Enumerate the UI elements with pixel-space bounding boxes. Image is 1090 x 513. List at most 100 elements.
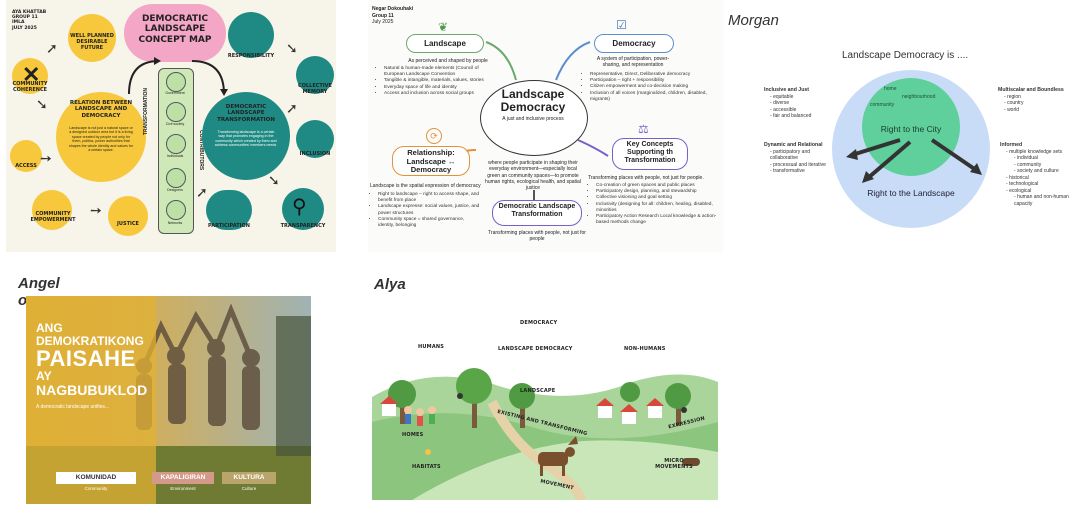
block-item: - diverse [770, 100, 790, 107]
key-concepts-list: Co-creation of green spaces and public p… [588, 183, 722, 227]
transformation-title: DEMOCRATIC LANDSCAPE TRANSFORMATION [217, 104, 275, 123]
negar-diagram-card[interactable]: Negar Dokouhaki Group 11 July 2025 ❦ Lan… [368, 0, 723, 252]
author-block: Negar Dokouhaki Group 11 July 2025 [372, 6, 413, 26]
tab-kultura[interactable]: KULTURA [222, 472, 276, 484]
inclusion-label: INCLUSION [299, 151, 331, 157]
block-title: Dynamic and Relational [764, 142, 823, 148]
aya-concept-map-card[interactable]: AYA KHATTAB GROUP 11 IMLA JULY 2025 DEMO… [6, 0, 336, 252]
center-description: where people participate in shaping thei… [485, 160, 581, 191]
arrow-icon: ➙ [40, 150, 52, 166]
community-coherence-circle [12, 58, 48, 94]
ballot-icon: ☑ [616, 18, 627, 32]
block-item: - fair and balanced [770, 113, 812, 120]
angelo-poster-card[interactable]: ANG DEMOKRATIKONG PAISAHE AY NAGBUBUKLOD… [26, 296, 311, 504]
relationship-list: Right to landscape – right to access sha… [370, 192, 480, 229]
tab-kapaligiran[interactable]: KAPALIGIRAN [152, 472, 214, 484]
block-item: - human and non-human capacity [1014, 194, 1069, 207]
arrow-icon: ➚ [196, 184, 208, 200]
arrow-icon: ➚ [286, 100, 298, 116]
block-item: - participatory and collaborative [770, 148, 811, 162]
inner-center-text: Right to the City [880, 124, 942, 134]
informed-block: Informed - multiple knowledge sets - ind… [1000, 142, 1088, 207]
arrow-icon: ➘ [36, 96, 48, 112]
word-label: DEMOCRACY [520, 320, 558, 326]
access-circle [10, 140, 42, 172]
poster-subtitle: A democratic landscape unifies... [36, 404, 110, 410]
relationship-subtitle: Landscape is the spatial expression of d… [370, 183, 481, 189]
inclusion-circle [296, 120, 334, 158]
community-coherence-label: COMMUNITY COHERENCE [12, 81, 48, 93]
list-item: Participation – right + responsibility [590, 78, 718, 84]
democracy-subtitle: A system of participation, power-sharing… [596, 56, 670, 68]
block-item: - ecological [1006, 187, 1032, 194]
transparency-circle [282, 188, 324, 230]
loop-arrow [191, 60, 228, 96]
tab-sub: Community [84, 486, 108, 491]
multiscalar-block: Multiscalar and Boundless - region - cou… [998, 87, 1086, 113]
word-label: LANDSCAPE [520, 388, 556, 394]
card-label-morgan: Morgan [728, 12, 779, 29]
transformation-subtitle: Transforming places with people, not jus… [488, 230, 586, 242]
contributor-item: Designers [167, 188, 183, 192]
block-item: - individual [1014, 155, 1038, 162]
contributor-item: Networks [167, 221, 183, 225]
government-icon [166, 72, 186, 92]
democracy-list: Representative, Direct, Deliberative dem… [582, 72, 718, 103]
designers-icon [166, 168, 186, 188]
transformation-body: Transforming landscape is a certain way … [214, 130, 278, 148]
block-title: Inclusive and Just [764, 87, 809, 93]
tab-sub: Environment [170, 486, 196, 491]
participation-label: PARTICIPATION [208, 223, 250, 229]
author-name: Negar Dokouhaki [372, 6, 414, 12]
word-label: HOMES [402, 432, 424, 438]
participation-circle [206, 190, 252, 230]
landscape-node: Landscape [406, 34, 484, 53]
key-concepts-subtitle: Transforming places with people, not jus… [588, 175, 704, 181]
justice-label: JUSTICE [117, 221, 139, 227]
relation-body: Landscape is not just a natural space or… [69, 126, 133, 153]
list-item: Co-creation of green spaces and public p… [596, 183, 722, 189]
tab-komunidad[interactable]: KOMUNIDAD [56, 472, 136, 484]
block-item: - accessible [770, 106, 797, 113]
block-item: - society and culture [1014, 168, 1059, 175]
connector-arrows [451, 41, 609, 200]
networks-icon [166, 200, 186, 220]
block-item: - community [1014, 161, 1042, 168]
collective-memory-label: COLLECTIVE MEMORY [298, 83, 332, 95]
transparency-label: TRANSPARENCY [280, 223, 326, 229]
map-title: DEMOCRATIC LANDSCAPE CONCEPT MAP [138, 14, 212, 45]
loop-arrow [128, 57, 161, 95]
alya-illustration-card[interactable]: DEMOCRACY HUMANS LANDSCAPE DEMOCRACY NON… [372, 302, 718, 500]
block-item: - multiple knowledge sets [1006, 148, 1063, 155]
landscape-list: Natural & human-made elements (Council o… [376, 66, 496, 97]
relationship-node: Relationship: Landscape ↔ Democracy [392, 146, 470, 176]
block-item: - historical [1006, 174, 1029, 181]
leaf-icon: ❦ [438, 20, 449, 34]
title-line: ANG [36, 321, 63, 335]
list-item: Inclusion of all voices (marginalized, c… [590, 91, 718, 103]
democracy-node: Democracy [594, 34, 674, 53]
relation-title: RELATION BETWEEN LANDSCAPE AND DEMOCRACY [69, 100, 133, 119]
center-subtitle: A just and inclusive process [502, 116, 564, 122]
block-item: - country [1004, 100, 1024, 107]
morgan-title: Landscape Democracy is .... [842, 50, 969, 61]
word-label: LANDSCAPE DEMOCRACY [498, 346, 573, 352]
arrow-icon: ➘ [286, 40, 298, 56]
community-empowerment-label: COMMUNITY EMPOWERMENT [30, 211, 76, 223]
scales-icon: ⚖ [638, 122, 649, 136]
list-item: Tangible & intangible, materials, values… [384, 78, 496, 84]
responsibility-circle [228, 12, 274, 58]
transformation-circle [202, 92, 290, 180]
card-label-alya: Alya [374, 276, 406, 293]
title-line: NAGBUBUKLOD [36, 381, 148, 398]
inner-word: home [884, 86, 897, 92]
outer-center-text: Right to the Landscape [867, 188, 955, 198]
title-line: DEMOKRATIKONG [36, 333, 144, 348]
title-line: PAISAHE [36, 346, 136, 372]
inner-word: community [870, 102, 895, 108]
key-concepts-node: Key Concepts Supporting th Transformatio… [612, 138, 688, 170]
contributors-vertical-label: CONTRIBUTORS [198, 130, 204, 171]
list-item: Citizen empowerment and co-decision maki… [590, 84, 718, 90]
well-planned-circle [68, 14, 116, 62]
card-label-angelo: Angel o [18, 275, 60, 309]
